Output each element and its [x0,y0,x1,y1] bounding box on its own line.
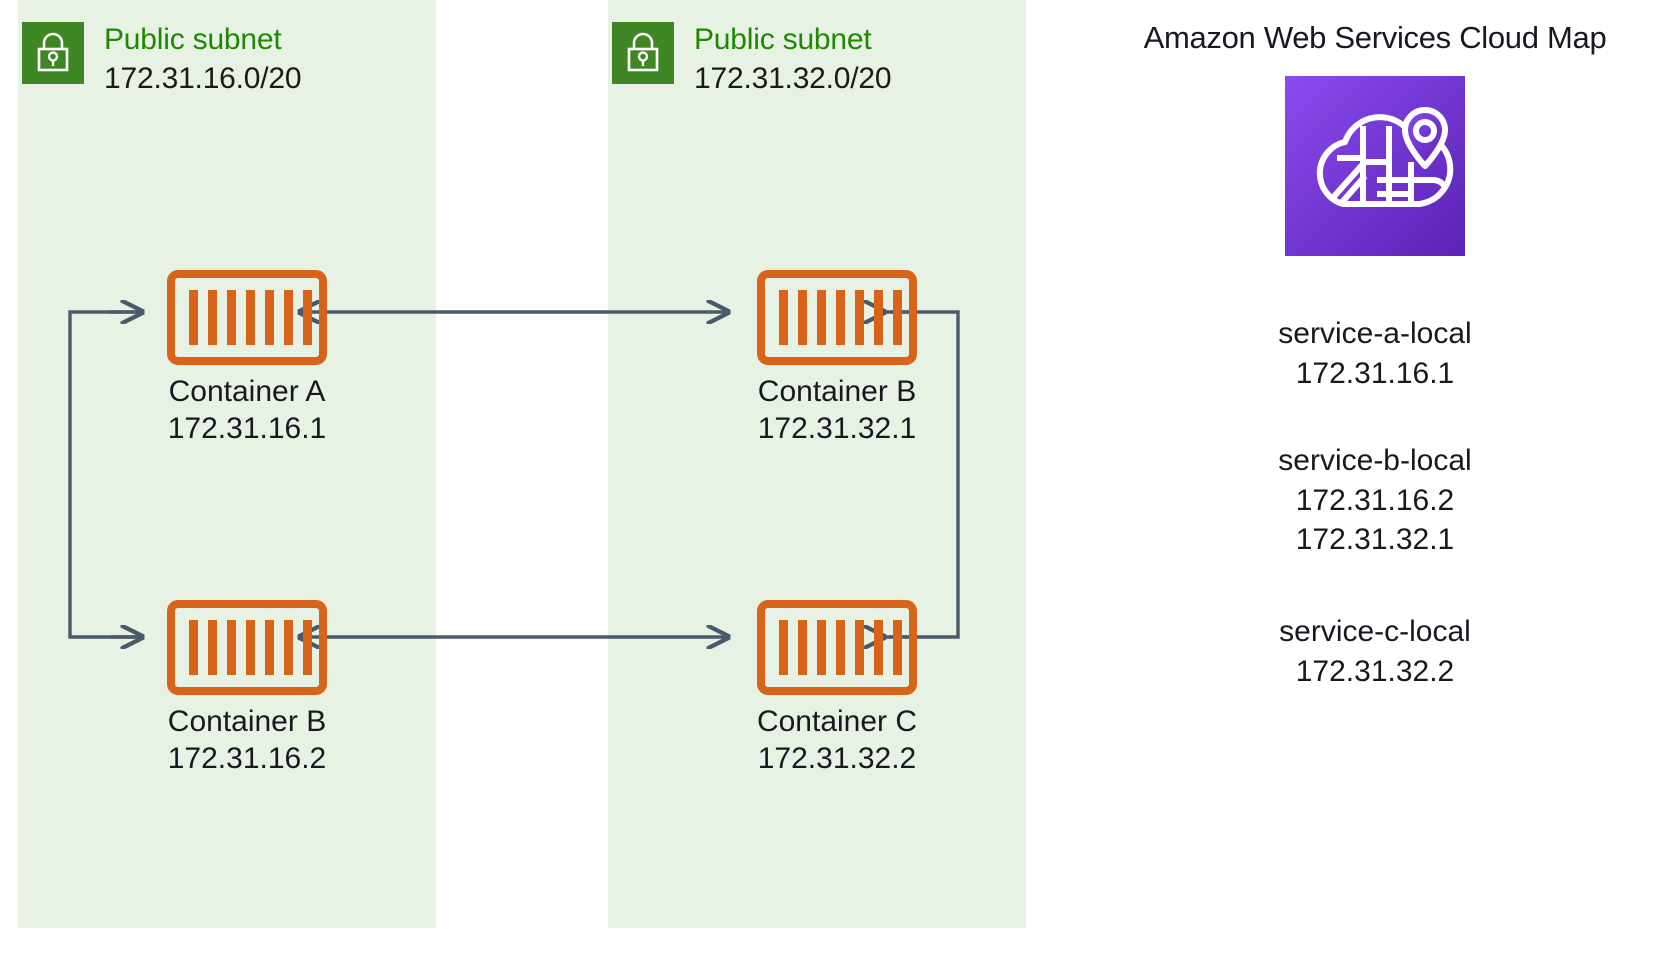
node-label: Container C [756,705,918,738]
service-ip: 172.31.32.2 [1295,654,1455,688]
container-icon [757,600,917,695]
cloud-map-legend: Amazon Web Services Cloud Map [1090,0,1660,691]
subnet-label: Public subnet [104,23,282,56]
padlock-icon [612,22,674,84]
node-ip: 172.31.32.1 [757,412,917,446]
container-icon [167,600,327,695]
legend-title: Amazon Web Services Cloud Map [1143,20,1607,55]
service-name: service-b-local [1278,444,1472,478]
node-label: Container B [757,375,917,408]
subnet-label: Public subnet [694,23,872,56]
node-container-b-left[interactable]: Container B 172.31.16.2 [132,600,362,777]
service-name: service-c-local [1279,614,1471,648]
node-container-a[interactable]: Container A 172.31.16.1 [132,270,362,447]
node-ip: 172.31.16.1 [167,412,327,446]
service-entry-c: service-c-local 172.31.32.2 [1090,612,1660,691]
subnet-panel-public-1 [18,0,436,928]
service-ip: 172.31.16.2 [1295,483,1455,517]
service-ip: 172.31.16.1 [1295,356,1455,390]
subnet-text-block-1: Public subnet 172.31.16.0/20 [104,22,302,97]
service-name: service-a-local [1278,317,1472,350]
subnet-header-1: Public subnet 172.31.16.0/20 [22,22,302,97]
node-container-b-right[interactable]: Container B 172.31.32.1 [722,270,952,447]
subnet-cidr: 172.31.32.0/20 [694,61,892,95]
subnet-panel-public-2 [608,0,1026,928]
service-entry-b: service-b-local 172.31.16.2 172.31.32.1 [1090,441,1660,560]
subnet-text-block-2: Public subnet 172.31.32.0/20 [694,22,892,97]
service-entry-a: service-a-local 172.31.16.1 [1090,314,1660,393]
node-ip: 172.31.32.2 [757,742,917,776]
node-label: Container A [168,375,326,408]
subnet-header-2: Public subnet 172.31.32.0/20 [612,22,892,97]
container-icon [167,270,327,365]
container-icon [757,270,917,365]
service-ip: 172.31.32.1 [1295,523,1455,557]
node-label: Container B [167,705,327,738]
node-ip: 172.31.16.2 [167,742,327,776]
node-container-c[interactable]: Container C 172.31.32.2 [722,600,952,777]
subnet-cidr: 172.31.16.0/20 [104,61,302,95]
padlock-icon [22,22,84,84]
aws-cloud-map-icon [1285,76,1465,256]
